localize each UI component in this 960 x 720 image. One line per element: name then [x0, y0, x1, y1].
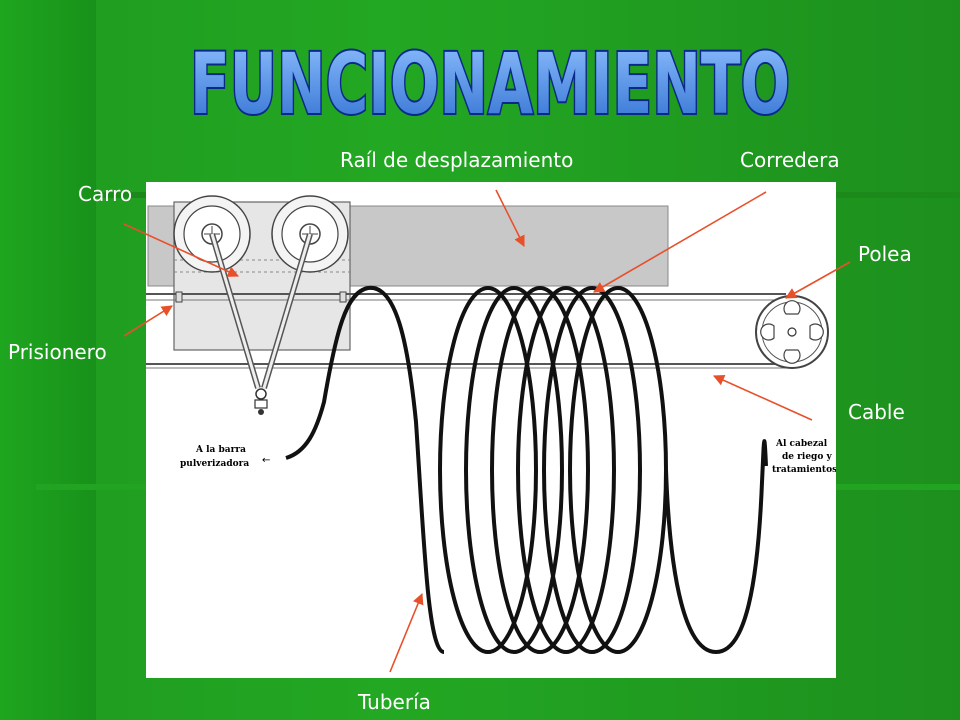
- right-note-line3: tratamientos: [772, 465, 836, 475]
- label-cable: Cable: [848, 400, 905, 424]
- page-title: FUNCIONAMIENTO: [190, 35, 790, 133]
- pulley: [755, 295, 829, 369]
- hook: [254, 388, 268, 415]
- label-rail: Raíl de desplazamiento: [340, 148, 574, 172]
- label-cart: Carro: [78, 182, 133, 206]
- mechanism-diagram: A la barra pulverizadora ← Al cabezal de…: [146, 195, 836, 655]
- right-note-line1: Al cabezal: [775, 439, 828, 449]
- label-slider: Corredera: [740, 148, 840, 172]
- label-set-screw: Prisionero: [8, 340, 107, 364]
- label-pipe: Tubería: [358, 690, 431, 714]
- pipe-coils: [285, 285, 768, 655]
- background-shade: [0, 0, 96, 720]
- set-screw-left: [175, 291, 183, 303]
- diagram-panel: A la barra pulverizadora ← Al cabezal de…: [146, 182, 836, 678]
- left-note-line1: A la barra: [195, 445, 246, 455]
- set-screw-right: [339, 291, 347, 303]
- left-note-line2: pulverizadora: [180, 459, 249, 469]
- label-pulley: Polea: [858, 242, 912, 266]
- left-note-arrow-icon: ←: [262, 455, 270, 466]
- right-note-line2: de riego y: [782, 452, 832, 462]
- title-wordart: FUNCIONAMIENTO: [188, 33, 792, 135]
